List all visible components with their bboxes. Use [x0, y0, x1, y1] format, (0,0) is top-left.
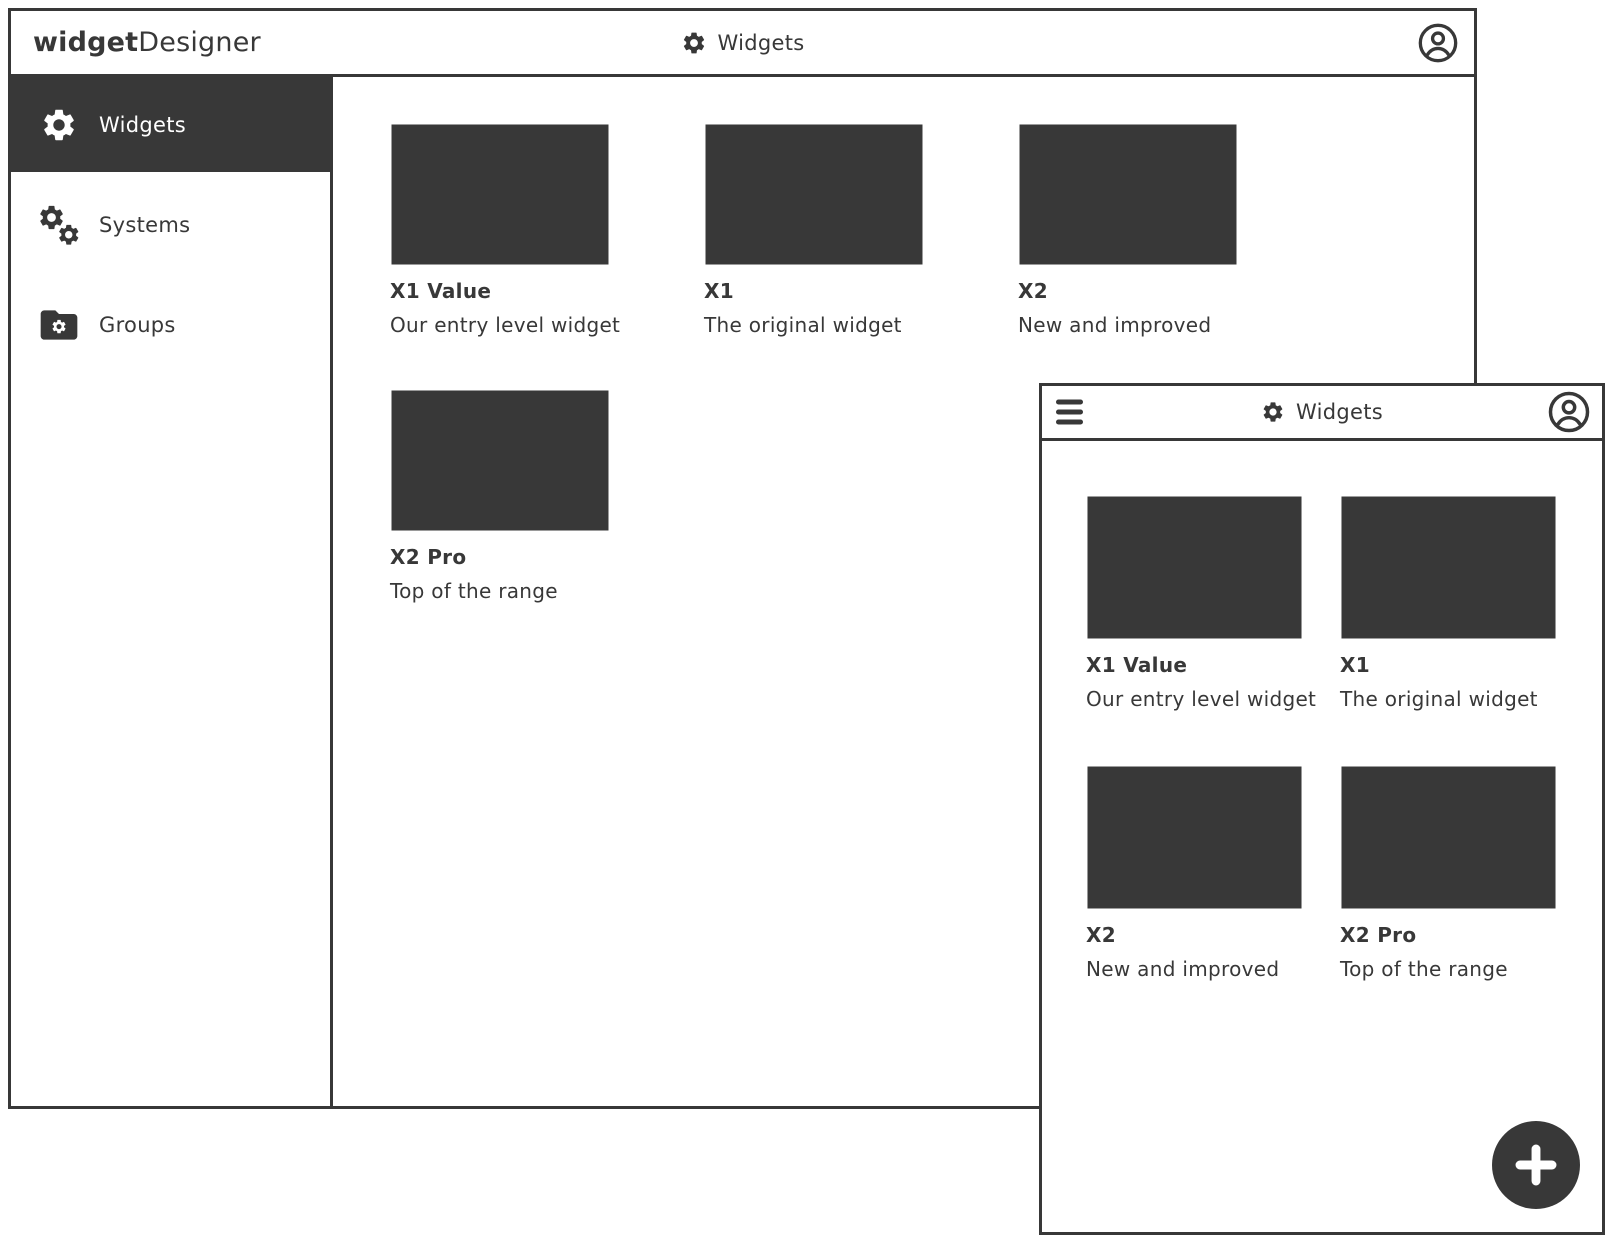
sidebar-item-systems[interactable]: Systems [11, 177, 330, 272]
image-placeholder [390, 389, 610, 532]
widget-title: X1 [704, 279, 734, 303]
logo-regular: Designer [138, 27, 261, 58]
widget-description: Top of the range [390, 579, 558, 603]
widget-title: X2 [1018, 279, 1048, 303]
sidebar: Widgets Systems Groups [11, 77, 333, 1106]
widget-title: X1 Value [390, 279, 492, 303]
widget-title: X2 Pro [390, 545, 467, 569]
mobile-window: Widgets X1 Value Our entry level widget … [1039, 383, 1605, 1235]
desktop-page-header: Widgets [681, 11, 805, 74]
widget-description: New and improved [1018, 313, 1212, 337]
gear-icon [681, 30, 707, 56]
image-placeholder [1018, 123, 1238, 266]
widget-card-x2[interactable]: X2 New and improved [1086, 765, 1303, 981]
gear-icon [37, 106, 81, 144]
sidebar-item-label: Groups [99, 312, 176, 337]
user-avatar-icon[interactable] [1547, 390, 1591, 434]
widget-title: X2 [1086, 923, 1116, 947]
widget-card-x1-value[interactable]: X1 Value Our entry level widget [1086, 495, 1316, 711]
page-title: Widgets [1296, 400, 1383, 424]
widget-card-x2-pro[interactable]: X2 Pro Top of the range [1340, 765, 1557, 981]
user-avatar-icon[interactable] [1417, 22, 1459, 64]
widget-description: The original widget [1340, 687, 1538, 711]
image-placeholder [1086, 765, 1303, 910]
page-title: Widgets [717, 30, 805, 55]
widget-title: X1 [1340, 653, 1370, 677]
widget-title: X2 Pro [1340, 923, 1417, 947]
widget-description: Top of the range [1340, 957, 1508, 981]
image-placeholder [1340, 495, 1557, 640]
widget-description: New and improved [1086, 957, 1280, 981]
mobile-page-header: Widgets [1261, 386, 1383, 438]
widget-description: Our entry level widget [390, 313, 621, 337]
double-gear-icon [37, 203, 81, 247]
image-placeholder [390, 123, 610, 266]
sidebar-item-widgets[interactable]: Widgets [11, 77, 330, 172]
widget-card-x1-value[interactable]: X1 Value Our entry level widget [390, 123, 620, 337]
folder-gear-icon [37, 303, 81, 347]
image-placeholder [704, 123, 924, 266]
widget-title: X1 Value [1086, 653, 1188, 677]
hamburger-menu-icon[interactable] [1056, 399, 1083, 425]
widget-description: The original widget [704, 313, 902, 337]
image-placeholder [1340, 765, 1557, 910]
image-placeholder [1086, 495, 1303, 640]
widget-card-x2[interactable]: X2 New and improved [1018, 123, 1238, 337]
sidebar-item-label: Systems [99, 212, 191, 237]
gear-icon [1261, 400, 1285, 424]
widget-card-x2-pro[interactable]: X2 Pro Top of the range [390, 389, 610, 603]
plus-icon [1515, 1144, 1557, 1186]
widget-card-x1[interactable]: X1 The original widget [704, 123, 924, 337]
add-widget-fab[interactable] [1492, 1121, 1580, 1209]
widget-description: Our entry level widget [1086, 687, 1317, 711]
mobile-topbar: Widgets [1042, 386, 1602, 441]
sidebar-item-groups[interactable]: Groups [11, 277, 330, 372]
widget-card-x1[interactable]: X1 The original widget [1340, 495, 1557, 711]
sidebar-item-label: Widgets [99, 112, 186, 137]
logo-bold: widget [33, 27, 139, 58]
